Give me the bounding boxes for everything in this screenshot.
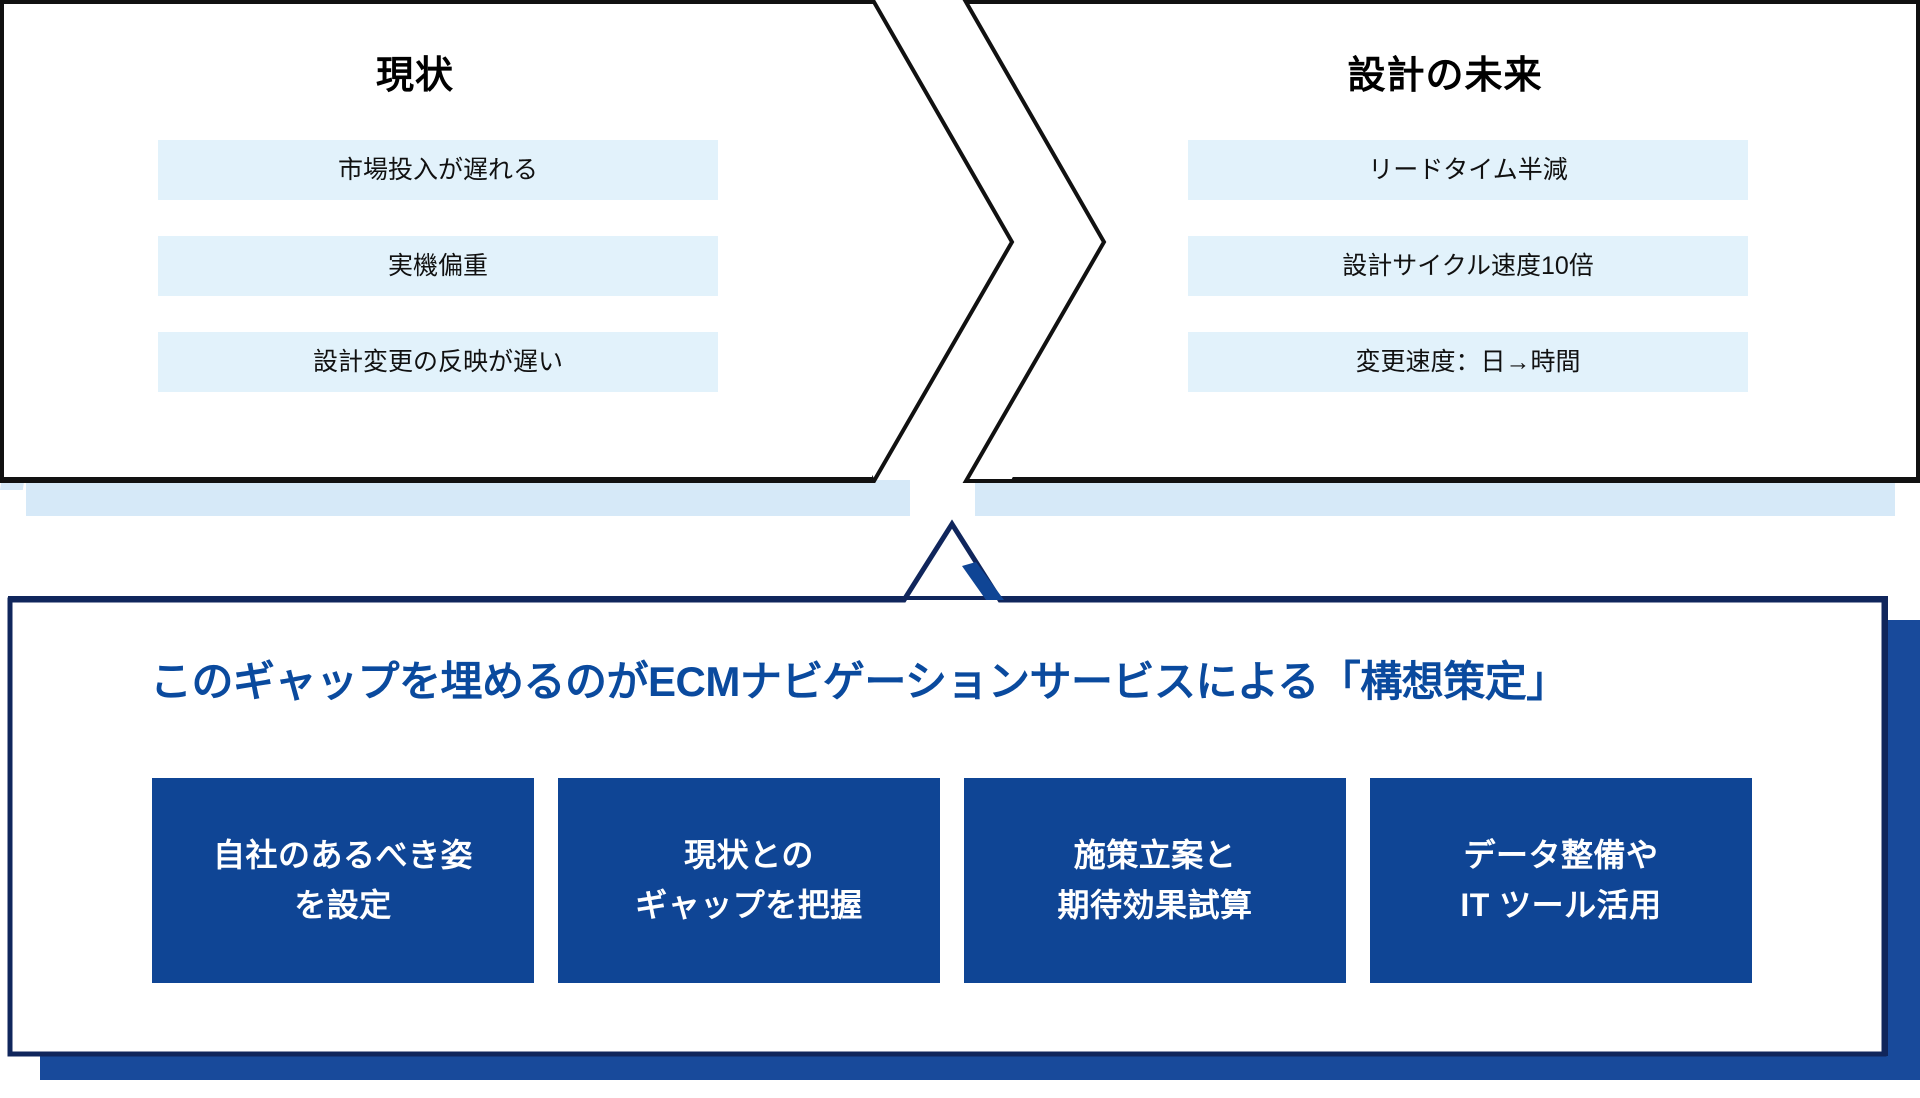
fact-item: 変更速度：日→時間	[1188, 332, 1748, 392]
process-step-row: 自社のあるべき姿 を設定 現状との ギャップを把握 施策立案と 期待効果試算 デ…	[152, 778, 1752, 983]
page-title-current: 現状	[375, 55, 454, 97]
ribbon-shadow-left	[26, 480, 910, 516]
fact-list-current: 市場投入が遅れる 実機偏重 設計変更の反映が遅い	[158, 140, 718, 428]
fact-item: 設計変更の反映が遅い	[158, 332, 718, 392]
step-line-1: 現状との	[684, 836, 814, 873]
step-line-2: ギャップを把握	[635, 886, 863, 923]
fact-item: 設計サイクル速度10倍	[1188, 236, 1748, 296]
fact-item: リードタイム半減	[1188, 140, 1748, 200]
step-line-1: データ整備や	[1463, 836, 1659, 873]
fact-item: 実機偏重	[158, 236, 718, 296]
step-line-1: 自社のあるべき姿	[212, 836, 473, 873]
step-line-1: 施策立案と	[1073, 836, 1237, 873]
process-step-box: 自社のあるべき姿 を設定	[152, 778, 534, 983]
fact-list-future: リードタイム半減 設計サイクル速度10倍 変更速度：日→時間	[1188, 140, 1748, 428]
step-line-2: IT ツール活用	[1460, 886, 1662, 923]
proposal-headline: このギャップを埋めるのがECMナビゲーションサービスによる「構想策定」	[150, 658, 1568, 705]
process-step-box: 施策立案と 期待効果試算	[964, 778, 1346, 983]
fact-item: 市場投入が遅れる	[158, 140, 718, 200]
page-title-future: 設計の未来	[1347, 55, 1543, 97]
step-line-2: 期待効果試算	[1057, 886, 1253, 923]
step-line-2: を設定	[294, 886, 392, 923]
ribbon-shadow-right	[975, 480, 1895, 516]
process-step-box: データ整備や IT ツール活用	[1370, 778, 1752, 983]
process-step-box: 現状との ギャップを把握	[558, 778, 940, 983]
